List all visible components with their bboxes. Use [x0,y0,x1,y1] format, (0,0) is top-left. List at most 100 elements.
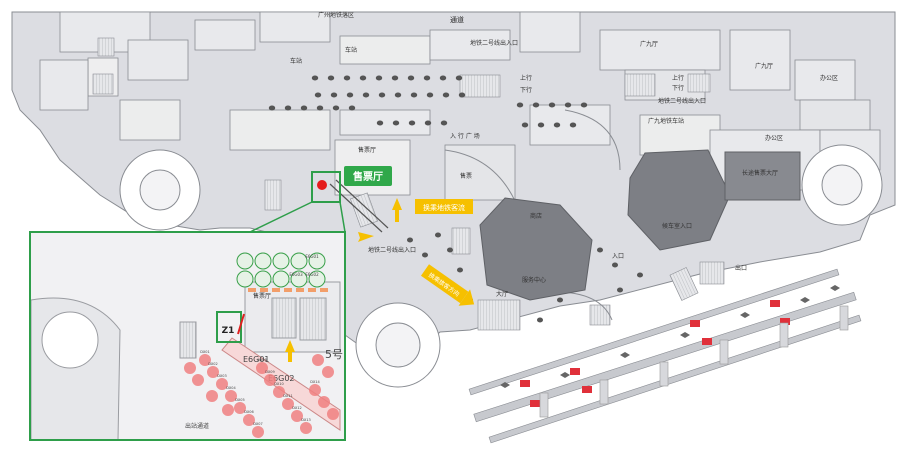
platform-connector [839,305,849,331]
svg-text:出站通道: 出站通道 [185,422,209,430]
inset-green-circle [272,252,290,270]
inset-red-marker [309,384,321,396]
platform-marker [690,320,700,327]
pillar-dot [268,105,276,111]
svg-text:出口: 出口 [735,264,747,272]
inset-red-label: DX06 [244,410,254,414]
svg-text:入 行 广 场: 入 行 广 场 [450,132,480,140]
location-pin [317,180,327,190]
platform-post [740,312,750,318]
pillar-dot [424,120,432,126]
pillar-dot [637,272,643,278]
connector-line-2 [339,201,346,233]
inset-panel: Z1 售票厅 E6G01 E6G02 5号 出站通道 E6G01E6G02E6G… [29,231,346,441]
inset-red-markers: DX01DX02DX03DX04DX05DX06DX07DX08DX09DX10… [184,350,339,438]
pillar-dot [330,92,338,98]
pillar-dot [457,267,463,273]
pillar-dot [378,92,386,98]
inset-z1-label: Z1 [222,326,235,336]
inset-red-marker [264,374,276,386]
svg-text:下行: 下行 [520,86,532,94]
connector-line-1 [249,201,313,233]
inset-red-label: DX11 [283,394,293,398]
svg-text:长途售票大厅: 长途售票大厅 [742,169,778,177]
svg-text:5号: 5号 [325,348,343,361]
inset-red-marker [256,362,268,374]
inset-red-marker [291,410,303,422]
pillar-dot [376,120,384,126]
pillar-dot [439,75,447,81]
pillar-dot [343,75,351,81]
svg-text:售票厅: 售票厅 [358,146,376,154]
pillar-dot [458,92,466,98]
pillar-dot [553,122,561,128]
platform-post [620,352,630,358]
pillar-dot [332,105,340,111]
pillar-dot [521,122,529,128]
pillar-dot [532,102,540,108]
dark-buildings [479,149,801,301]
pillar-dot [548,102,556,108]
inset-red-marker [318,396,330,408]
svg-text:服务中心: 服务中心 [522,276,546,284]
inset-red-marker [206,390,218,402]
svg-text:候车室入口: 候车室入口 [662,222,692,230]
platform-marker [582,386,592,393]
highlight-box [311,171,341,203]
inset-red-marker [273,386,285,398]
svg-text:车站: 车站 [345,46,357,54]
svg-text:办公区: 办公区 [765,134,783,142]
pillar-dot [407,237,413,243]
inset-red-label: DX02 [208,362,218,366]
platform-connector [659,361,669,387]
svg-text:售票厅: 售票厅 [353,170,383,183]
inset-red-marker [199,354,211,366]
inset-circle-label: E6G01 [305,254,319,259]
pillar-dot [516,102,524,108]
inset-green-circle [290,252,308,270]
pillar-dot [569,122,577,128]
pillar-dot [597,247,603,253]
svg-text:售票: 售票 [460,172,472,180]
platform-marker [702,338,712,345]
pillar-dot [580,102,588,108]
inset-red-label: DX07 [253,422,263,426]
pillar-dot [612,262,618,268]
platform-band [488,314,862,444]
pillar-dot [346,92,354,98]
inset-red-label: DX01 [200,350,210,354]
svg-text:办公区: 办公区 [820,74,838,82]
platform-marker [520,380,530,387]
platform-post [800,297,810,303]
ticket-hall-callout: 售票厅 [344,166,392,186]
pillar-dot [455,75,463,81]
svg-text:广九厅: 广九厅 [640,40,658,48]
inset-red-marker [282,398,294,410]
inset-red-label: DX09 [265,370,275,374]
inset-red-label: DX08 [257,358,267,362]
inset-red-label: DX04 [226,386,236,390]
svg-text:入口: 入口 [612,253,624,260]
map-labels: 广州地铁落区 通道 车站 车站 广九厅 广九厅 地铁二号线出入口 上行 下行 上… [290,11,838,298]
svg-text:地铁二号线出入口: 地铁二号线出入口 [658,97,706,105]
platform-connector [719,339,729,365]
svg-text:E6G01: E6G01 [243,355,270,364]
platform-band [468,268,840,396]
pillar-dot [422,252,428,258]
pillar-dot [442,92,450,98]
escalator [329,179,389,233]
pillar-dot [408,120,416,126]
svg-text:地铁二号线出入口: 地铁二号线出入口 [470,39,518,47]
pillar-dot [391,75,399,81]
svg-text:广九地铁车站: 广九地铁车站 [648,117,684,125]
inset-green-circle [254,252,272,270]
platform-post [830,285,840,291]
svg-text:地铁二号线出入口: 地铁二号线出入口 [368,246,416,254]
inset-red-marker [225,390,237,402]
inset-green-circle [308,270,326,288]
inset-red-marker [222,404,234,416]
inset-green-circle [308,252,326,270]
svg-text:E6G02: E6G02 [268,374,295,383]
